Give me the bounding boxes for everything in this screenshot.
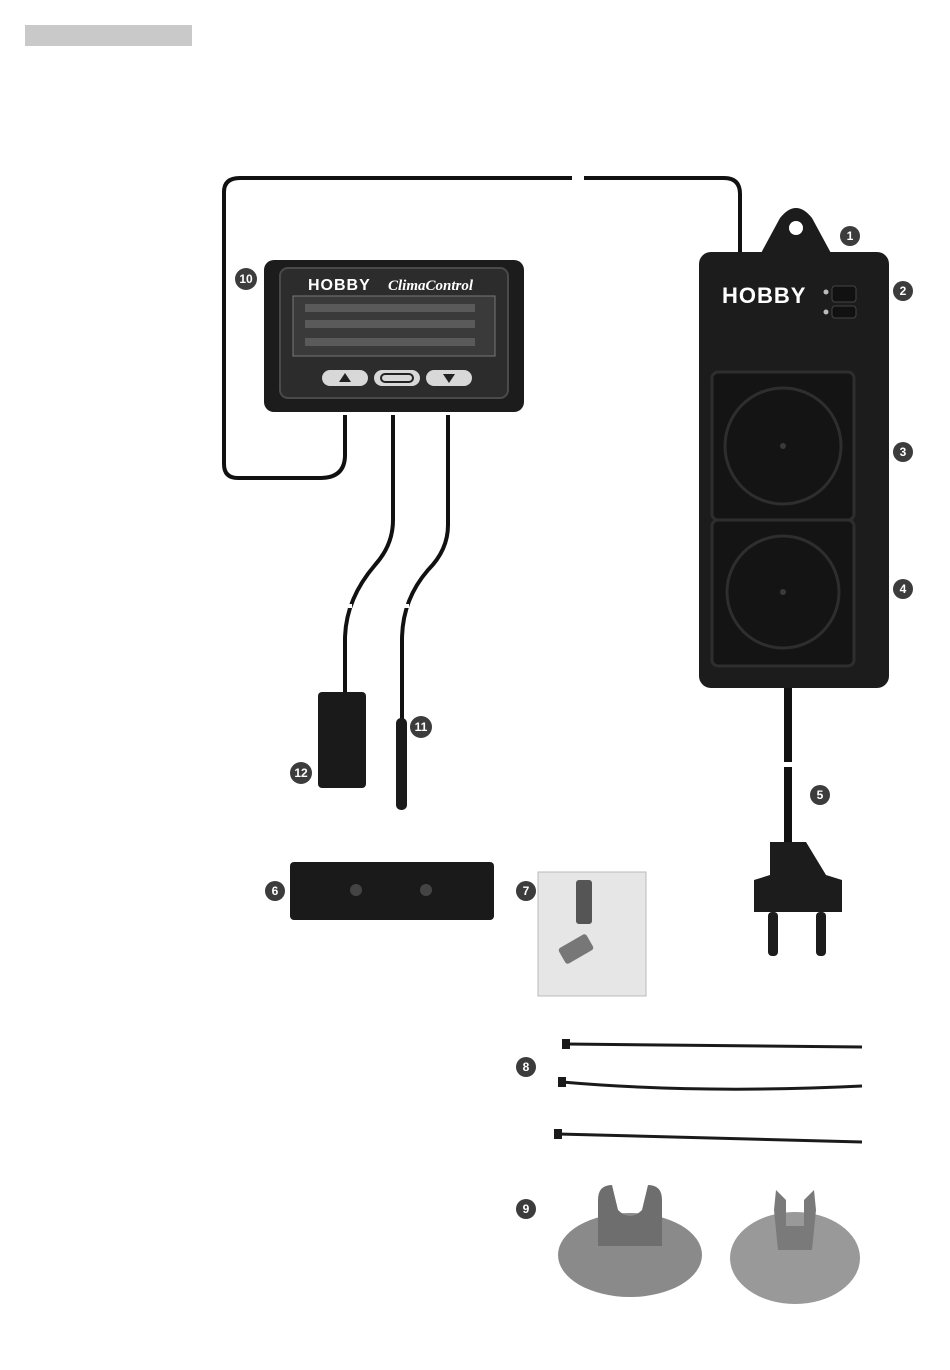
callout-badge-7: 7 (516, 881, 536, 901)
svg-text:7: 7 (523, 884, 530, 898)
header-bar (25, 25, 192, 46)
callout-badge-4: 4 (893, 579, 913, 599)
cable-tie-head (558, 1077, 566, 1087)
callout-badge-9: 9 (516, 1199, 536, 1219)
temperature-probe (396, 718, 407, 810)
callout-badge-12: 12 (290, 762, 312, 784)
svg-text:12: 12 (294, 766, 308, 780)
status-indicator-b (832, 306, 856, 318)
cable-break (338, 604, 352, 608)
lcd-segments (305, 304, 475, 346)
suction-cups (558, 1185, 860, 1304)
plug-pin-left (768, 912, 778, 956)
status-indicators (832, 286, 856, 302)
controller-brand: HOBBY (308, 277, 371, 294)
svg-text:1: 1 (847, 229, 854, 243)
humidity-sensor-cable (345, 415, 393, 695)
callout-badge-10: 10 (235, 268, 257, 290)
callout-badge-1: 1 (840, 226, 860, 246)
mains-plug (754, 842, 842, 912)
svg-text:8: 8 (523, 1060, 530, 1074)
plug-pin-right (816, 912, 826, 956)
link-cable-b (584, 178, 740, 255)
svg-text:11: 11 (415, 720, 428, 734)
callout-badge-8: 8 (516, 1057, 536, 1077)
svg-text:9: 9 (523, 1202, 530, 1216)
strip-brand: HOBBY (722, 283, 806, 308)
svg-text:6: 6 (272, 884, 279, 898)
cable-break (780, 762, 796, 767)
controller-model: ClimaControl (388, 278, 474, 294)
control-unit: HOBBY ClimaControl (264, 260, 524, 412)
power-strip: HOBBY (699, 208, 889, 688)
cable-break (395, 604, 409, 608)
wall-mount-rail (290, 862, 494, 920)
humidity-sensor (318, 692, 366, 788)
callout-badge-5: 5 (810, 785, 830, 805)
callout-badge-2: 2 (893, 281, 913, 301)
svg-text:10: 10 (239, 272, 253, 286)
svg-text:4: 4 (900, 582, 907, 596)
cable-tie-head (562, 1039, 570, 1049)
temperature-probe-cable (402, 415, 448, 722)
suction-cup-right (730, 1212, 860, 1304)
svg-text:5: 5 (817, 788, 824, 802)
svg-text:2: 2 (900, 284, 907, 298)
callout-badge-11: 11 (410, 716, 432, 738)
callout-badge-6: 6 (265, 881, 285, 901)
callout-badge-3: 3 (893, 442, 913, 462)
screw-bag (538, 872, 646, 996)
cable-ties (558, 1044, 862, 1142)
cable-tie-head (554, 1129, 562, 1139)
svg-text:3: 3 (900, 445, 907, 459)
